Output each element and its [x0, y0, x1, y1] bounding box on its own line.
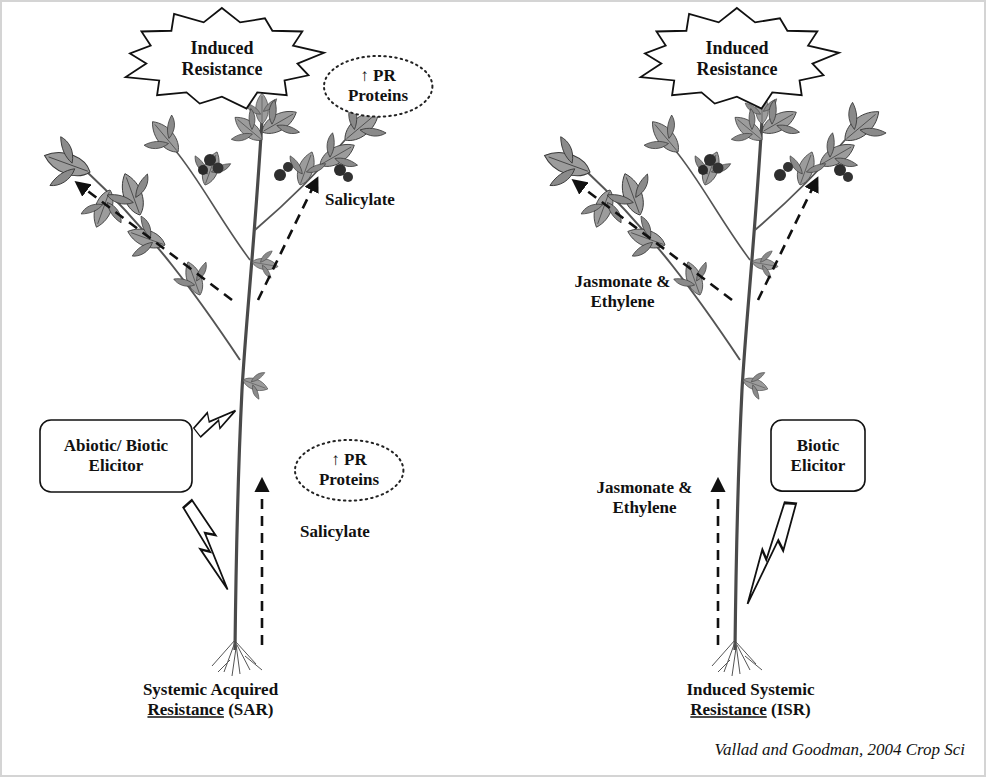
signal-arrow: [758, 179, 817, 300]
dotted-outline: [324, 56, 432, 117]
dotted-ellipse: ↑ PR Proteins: [293, 438, 405, 503]
signal-label: Jasmonate & Ethylene: [570, 272, 675, 311]
signal-label: Salicylate: [325, 190, 425, 210]
node-text: Biotic Elicitor: [782, 436, 854, 475]
panel-title: Induced Systemic Resistance (ISR): [668, 680, 833, 719]
node-text: Induced Resistance: [685, 38, 789, 79]
dotted-ellipse: ↑ PR Proteins: [322, 54, 434, 119]
tomato-plant: [35, 93, 392, 676]
dotted-outline: [295, 440, 403, 501]
box-outline: [771, 420, 865, 491]
lightning-bolt: [191, 400, 240, 440]
signal-arrow: [717, 480, 720, 645]
node-text: ↑ PR Proteins: [342, 66, 414, 105]
elicitor-box: Biotic Elicitor: [770, 419, 866, 492]
signal-label: Jasmonate & Ethylene: [592, 478, 697, 517]
panel-title: Systemic Acquired Resistance (SAR): [128, 680, 293, 719]
starburst-outline: [641, 8, 839, 109]
starburst-callout: Induced Resistance: [632, 6, 842, 112]
elicitor-box: Abiotic/ Biotic Elicitor: [39, 419, 193, 493]
starburst-callout: Induced Resistance: [117, 6, 327, 112]
source-citation: Vallad and Goodman, 2004 Crop Sci: [688, 740, 965, 760]
node-text: ↑ PR Proteins: [313, 450, 385, 489]
signal-arrow: [77, 183, 232, 300]
lightning-bolt: [741, 499, 803, 609]
tomato-plant: [535, 93, 892, 676]
box-outline: [40, 420, 192, 492]
lightning-bolt: [180, 497, 239, 592]
node-text: Induced Resistance: [170, 38, 274, 79]
signal-label: Salicylate: [300, 522, 400, 542]
node-text: Abiotic/ Biotic Elicitor: [51, 436, 181, 475]
signal-arrow: [261, 480, 264, 645]
starburst-outline: [126, 8, 324, 109]
signal-arrow: [258, 179, 317, 300]
